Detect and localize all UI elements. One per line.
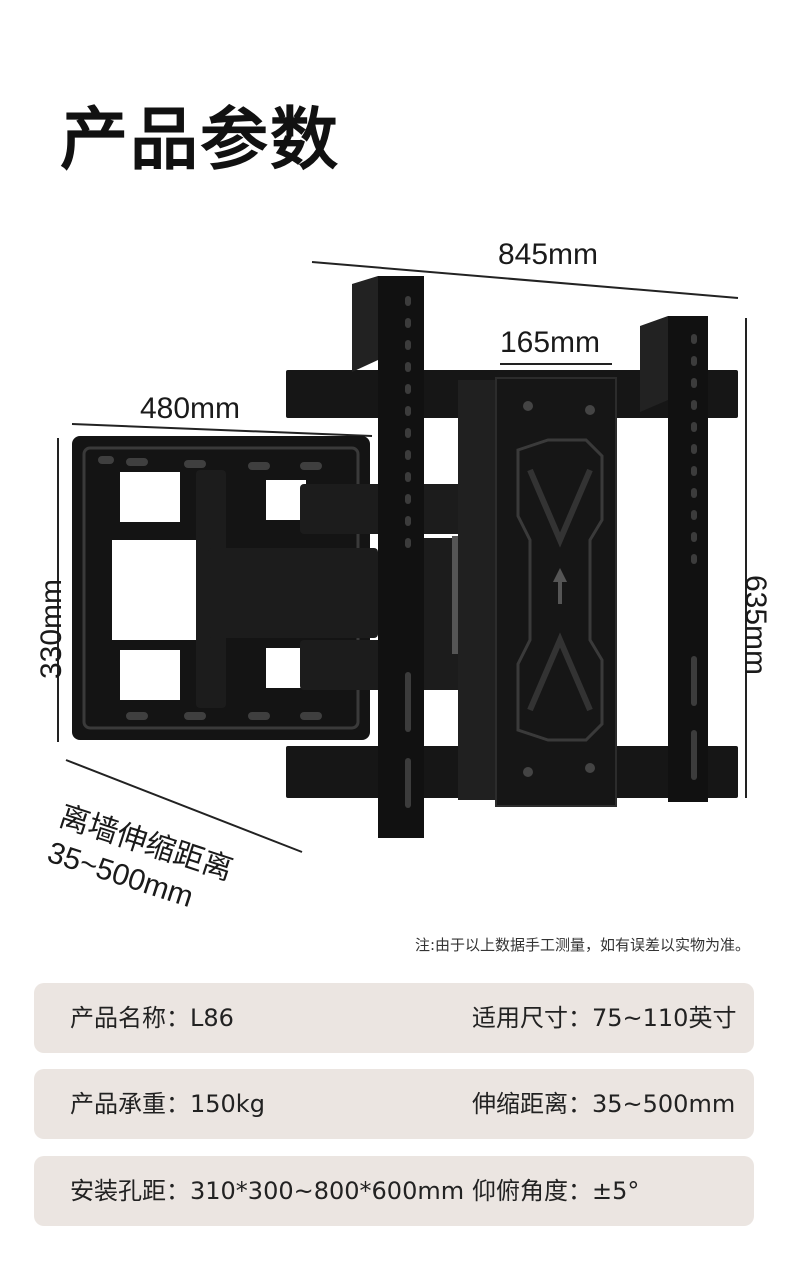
spec-load-capacity: 产品承重：150kg	[70, 1090, 265, 1118]
spec-applicable-size: 适用尺寸：75~110英寸	[472, 1004, 737, 1032]
measurement-note: 注:由于以上数据手工测量，如有误差以实物为准。	[414, 936, 750, 954]
vertical-uprights	[352, 276, 708, 838]
spec-product-name: 产品名称：L86	[70, 1004, 234, 1032]
arm-length-label: 480mm	[140, 392, 241, 425]
center-plate	[458, 377, 617, 807]
spec-extension-distance: 伸缩距离：35~500mm	[472, 1090, 736, 1118]
spec-tilt-angle: 仰俯角度：±5°	[472, 1177, 640, 1205]
overall-height-label: 635mm	[739, 574, 773, 676]
plate-width-label: 165mm	[500, 326, 601, 359]
spec-hole-spacing: 安装孔距：310*300~800*600mm	[70, 1177, 465, 1205]
overall-width-label: 845mm	[498, 238, 599, 271]
wall-plate-height-label: 330mm	[35, 578, 69, 680]
spec-row: 产品承重：150kg 伸缩距离：35~500mm	[34, 1069, 754, 1139]
dimension-lines	[57, 261, 747, 853]
product-diagram	[57, 261, 747, 853]
spec-row: 安装孔距：310*300~800*600mm 仰俯角度：±5°	[34, 1156, 754, 1226]
spec-row: 产品名称：L86 适用尺寸：75~110英寸	[34, 983, 754, 1053]
page-title: 产品参数	[60, 101, 341, 180]
